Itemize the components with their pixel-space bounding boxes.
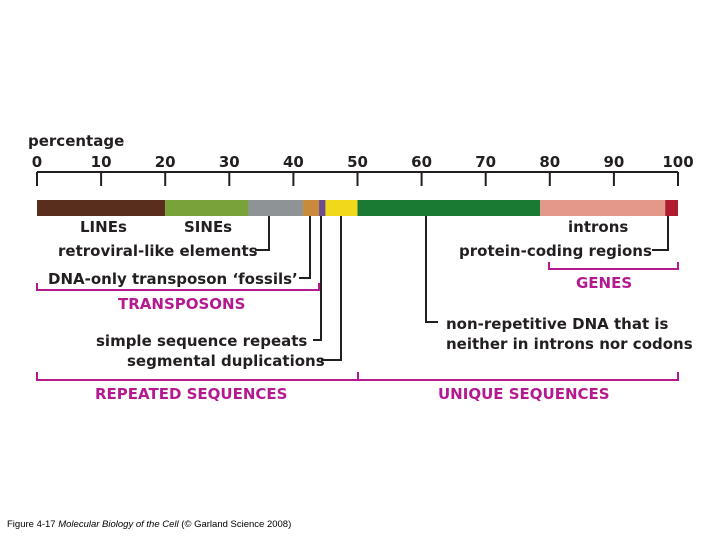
axis-tick-label: 70 xyxy=(475,153,496,171)
axis-title: percentage xyxy=(28,132,124,150)
brackets xyxy=(36,262,679,381)
genes-label: GENES xyxy=(576,274,632,292)
axis-tick-label: 60 xyxy=(411,153,432,171)
axis-tick-label: 40 xyxy=(283,153,304,171)
unique-bracket xyxy=(357,372,679,381)
figure-caption: Figure 4-17 Molecular Biology of the Cel… xyxy=(7,519,291,530)
transposons-bracket xyxy=(36,283,320,291)
axis-tick-label: 0 xyxy=(32,153,42,171)
lines-label: LINEs xyxy=(80,218,127,236)
segmental-label: segmental duplications xyxy=(127,352,325,370)
introns-label: introns xyxy=(568,218,628,236)
nonrep-label-line2: neither in introns nor codons xyxy=(446,335,693,353)
dna-only-label: DNA-only transposon ‘fossils’ xyxy=(48,270,298,288)
bar-segment-introns xyxy=(540,200,666,216)
composition-bar xyxy=(37,200,678,216)
unique-sequences-label: UNIQUE SEQUENCES xyxy=(438,385,610,403)
axis-tick-label: 50 xyxy=(347,153,368,171)
bar-segment-sines xyxy=(165,200,249,216)
bar-segment-lines xyxy=(37,200,166,216)
axis-tick-label: 10 xyxy=(91,153,112,171)
bar-segment-dna-only-transposon-fossils xyxy=(303,200,320,216)
axis-tick-label: 100 xyxy=(662,153,693,171)
protein-coding-label: protein-coding regions xyxy=(459,242,652,260)
retroviral-label: retroviral-like elements xyxy=(58,242,258,260)
axis-tick-label: 30 xyxy=(219,153,240,171)
bar-segment-non-repetitive-dna xyxy=(357,200,541,216)
segmental-leader xyxy=(321,216,342,361)
bar-segment-protein-coding-regions xyxy=(665,200,678,216)
retroviral-leader xyxy=(255,216,270,251)
genes-bracket xyxy=(548,262,679,270)
dna-only-leader xyxy=(299,216,311,279)
bar-segment-retroviral-like-elements xyxy=(248,200,304,216)
nonrep-leader xyxy=(425,216,438,323)
simple-repeats-label: simple sequence repeats xyxy=(96,332,307,350)
nonrep-label-line1: non-repetitive DNA that is xyxy=(446,315,669,333)
axis-tick-label: 20 xyxy=(155,153,176,171)
sines-label: SINEs xyxy=(184,218,232,236)
axis-tick-label: 90 xyxy=(603,153,624,171)
repeated-bracket xyxy=(36,372,359,381)
bar-segment-simple-sequence-repeats xyxy=(319,200,326,216)
caption-prefix: Figure 4-17 xyxy=(7,519,56,530)
axis-ticks: 0 10 20 30 40 50 60 70 80 90 100 xyxy=(32,153,694,186)
simple-repeats-leader xyxy=(313,216,322,341)
caption-suffix: (© Garland Science 2008) xyxy=(181,519,292,530)
repeated-sequences-label: REPEATED SEQUENCES xyxy=(95,385,287,403)
caption-title: Molecular Biology of the Cell xyxy=(58,519,179,530)
bar-segment-segmental-duplications xyxy=(325,200,358,216)
transposons-label: TRANSPOSONS xyxy=(118,295,245,313)
protein-coding-leader xyxy=(652,216,669,251)
leader-lines xyxy=(255,216,669,361)
axis-tick-label: 80 xyxy=(539,153,560,171)
